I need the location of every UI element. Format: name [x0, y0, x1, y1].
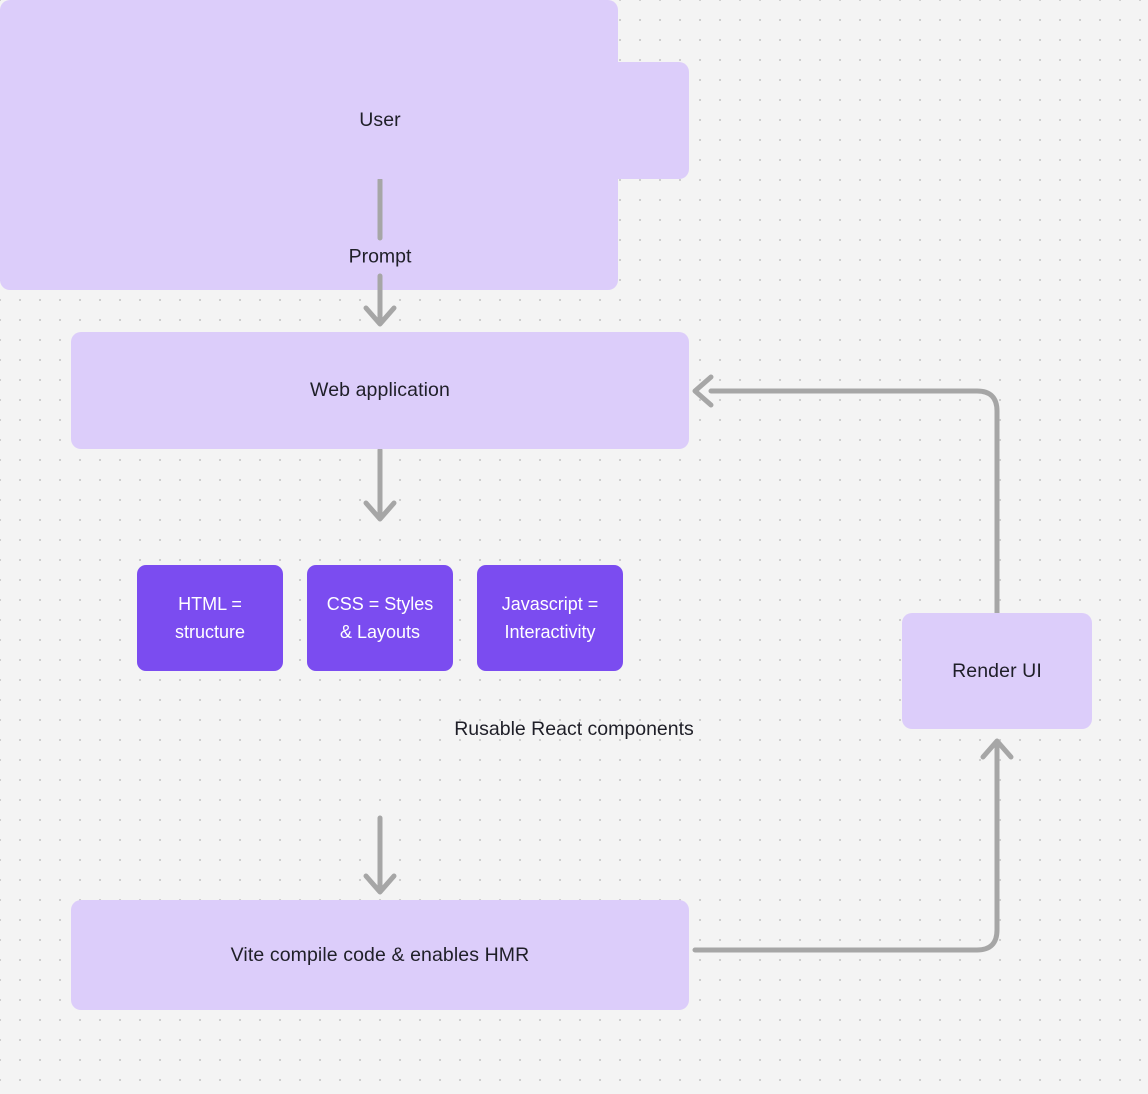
node-javascript-label: Javascript = Interactivity [502, 590, 599, 647]
node-user[interactable]: User [71, 62, 689, 179]
node-html-line1: HTML = [178, 593, 242, 614]
node-javascript-line2: Interactivity [504, 622, 596, 642]
node-render-ui[interactable]: Render UI [902, 613, 1092, 729]
edge-components-to-vite [363, 815, 397, 895]
edge-webapp-to-components [363, 447, 397, 522]
node-vite[interactable]: Vite compile code & enables HMR [71, 900, 689, 1010]
node-javascript-line1: Javascript = [501, 593, 599, 614]
node-css-line2: & Layouts [339, 622, 421, 642]
node-html-line2: structure [174, 622, 246, 642]
node-vite-label: Vite compile code & enables HMR [230, 943, 530, 966]
node-css[interactable]: CSS = Styles & Layouts [307, 565, 453, 671]
edge-label-prompt: Prompt [348, 245, 412, 268]
node-javascript[interactable]: Javascript = Interactivity [477, 565, 623, 671]
node-html-label: HTML = structure [175, 590, 245, 647]
node-render-ui-label: Render UI [952, 659, 1042, 682]
edge-render-to-webapp [692, 374, 1000, 616]
node-reusable-react-components-label: Rusable React components [454, 718, 694, 740]
node-web-application[interactable]: Web application [71, 332, 689, 449]
node-css-line1: CSS = Styles [326, 593, 434, 614]
node-web-application-label: Web application [310, 379, 450, 401]
node-html[interactable]: HTML = structure [137, 565, 283, 671]
node-user-label: User [359, 109, 401, 131]
node-css-label: CSS = Styles & Layouts [327, 590, 434, 647]
edge-vite-to-render [692, 738, 1014, 953]
